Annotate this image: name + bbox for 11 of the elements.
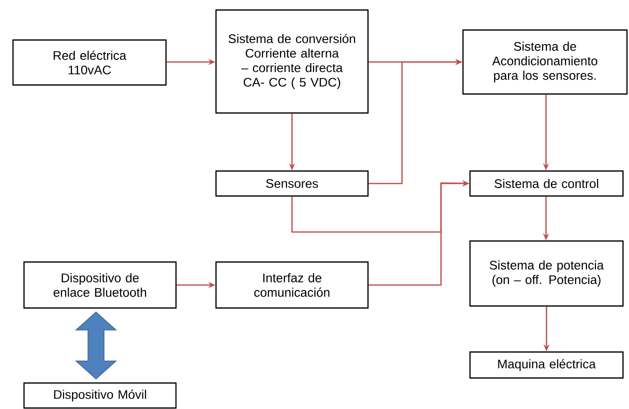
block-box: Dispositivo Móvil xyxy=(23,382,177,409)
block-box: Sistema de conversión Corriente alterna – corriente directa CA- CC ( 5 VDC) xyxy=(215,9,369,114)
double-arrow xyxy=(74,311,118,380)
block-box: Red eléctrica 110vAC xyxy=(12,39,167,86)
block-box: Sensores xyxy=(215,170,369,197)
block-box: Dispositivo de enlace Bluetooth xyxy=(23,261,177,309)
block-box: Sistema de potencia (on – off. Potencia) xyxy=(469,240,624,307)
block-box: Interfaz de comunicación xyxy=(215,261,369,309)
block-box: Maquina eléctrica xyxy=(469,351,624,379)
block-box: Sistema de control xyxy=(469,170,624,197)
block-box: Sistema de Acondicionamiento para los sensores. xyxy=(462,29,628,95)
